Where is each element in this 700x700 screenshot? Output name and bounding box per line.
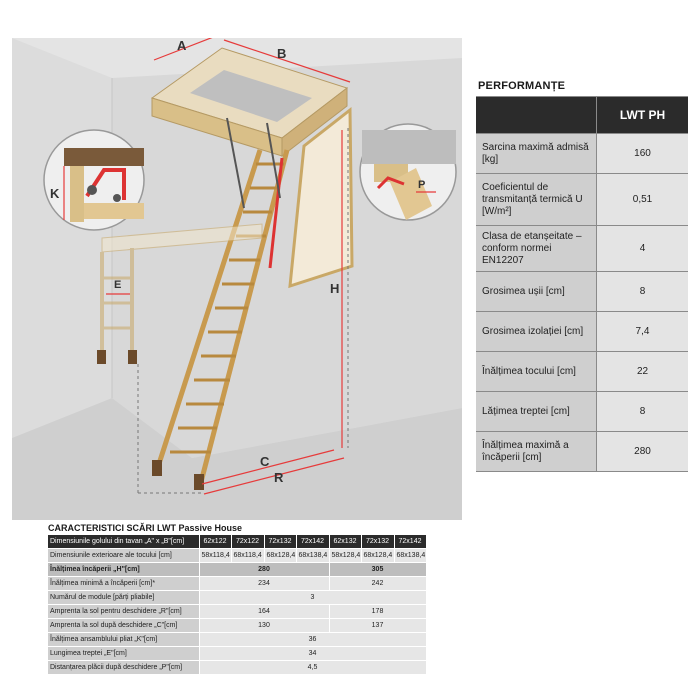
table-row: Dimensiunile golului din tavan „A" x „B"… <box>48 535 427 549</box>
spec-cell: 3 <box>199 590 427 605</box>
table-row: Înălțimea încăperii „H"[cm] 280 305 <box>48 562 427 577</box>
spec-cell: 72x122 <box>231 535 265 549</box>
spec-cell: 36 <box>199 632 427 647</box>
spec-cell: 62x132 <box>329 535 362 549</box>
spec-cell: 234 <box>199 576 330 591</box>
performance-label: Grosimea ușii [cm] <box>476 271 597 312</box>
label-e: E <box>114 279 121 291</box>
performance-title: PERFORMANȚE <box>478 80 566 92</box>
spec-cell: 58x118,4 <box>199 548 232 563</box>
table-row: Clasa de etanșeitate – conform normei EN… <box>476 225 688 272</box>
performance-header-empty <box>476 96 597 134</box>
spec-label: Amprenta la sol pentru deschidere „R"[cm… <box>48 604 200 619</box>
table-row: Grosimea izolației [cm] 7,4 <box>476 311 688 352</box>
performance-value: 4 <box>596 225 688 272</box>
performance-label: Clasa de etanșeitate – conform normei EN… <box>476 225 597 272</box>
spec-cell: 178 <box>329 604 427 619</box>
performance-header-row: LWT PH <box>476 96 688 134</box>
spec-cell: 130 <box>199 618 330 633</box>
performance-value: 0,51 <box>596 173 688 226</box>
ladder-diagram: A B <box>12 38 462 520</box>
spec-label: Dimensiunile exterioare ale tocului [cm] <box>48 548 200 563</box>
spec-cell: 242 <box>329 576 427 591</box>
table-row: Lățimea treptei [cm] 8 <box>476 391 688 432</box>
label-r: R <box>274 470 284 485</box>
detail-circle-k: K <box>43 129 145 231</box>
table-row: Înălțimea tocului [cm] 22 <box>476 351 688 392</box>
spec-cell: 68x138,4 <box>394 548 427 563</box>
spec-cell: 72x142 <box>296 535 330 549</box>
ladder-illustration: A B <box>12 38 462 520</box>
dimension-a: A <box>153 38 213 61</box>
label-k: K <box>50 186 60 201</box>
spec-cell: 72x142 <box>394 535 427 549</box>
spec-cell: 58x128,4 <box>329 548 362 563</box>
dimension-b: B <box>223 39 351 83</box>
performance-value: 22 <box>596 351 688 392</box>
performance-label: Grosimea izolației [cm] <box>476 311 597 352</box>
table-row: Amprenta la sol pentru deschidere „R"[cm… <box>48 604 427 619</box>
spec-cell: 34 <box>199 646 427 661</box>
spec-cell: 68x138,4 <box>296 548 330 563</box>
dimension-h: H <box>330 130 343 448</box>
table-row: Înălțimea maximă a încăperii [cm] 280 <box>476 431 688 472</box>
table-row: Amprenta la sol după deschidere „C"[cm] … <box>48 618 427 633</box>
label-a: A <box>177 38 187 53</box>
table-row: Coeficientul de transmitanță termică U [… <box>476 173 688 226</box>
spec-cell: 280 <box>199 562 330 577</box>
specs-table: Dimensiunile golului din tavan „A" x „B"… <box>48 535 427 675</box>
spec-label: Înălțimea încăperii „H"[cm] <box>48 562 200 577</box>
spec-label: Înălțimea minimă a încăperii [cm]* <box>48 576 200 591</box>
spec-cell: 68x118,4 <box>231 548 265 563</box>
spec-cell: 305 <box>329 562 427 577</box>
spec-cell: 62x122 <box>199 535 232 549</box>
dimension-c: C <box>201 449 335 485</box>
spec-label: Înălțimea ansamblului pliat „K"[cm] <box>48 632 200 647</box>
table-row: Înălțimea minimă a încăperii [cm]* 234 2… <box>48 576 427 591</box>
table-row: Distanțarea plăcii după deschidere „P"[c… <box>48 660 427 675</box>
spec-label: Lungimea treptei „E"[cm] <box>48 646 200 661</box>
performance-label: Coeficientul de transmitanță termică U [… <box>476 173 597 226</box>
performance-column-header: LWT PH <box>596 96 688 134</box>
performance-label: Lățimea treptei [cm] <box>476 391 597 432</box>
spec-cell: 68x128,4 <box>361 548 395 563</box>
table-row: Grosimea ușii [cm] 8 <box>476 271 688 312</box>
dimension-e: E <box>106 279 130 295</box>
performance-value: 8 <box>596 271 688 312</box>
performance-table: LWT PH Sarcina maximă admisă [kg] 160 Co… <box>476 96 688 472</box>
table-row: Sarcina maximă admisă [kg] 160 <box>476 133 688 174</box>
spec-label: Numărul de module [părți pliabile] <box>48 590 200 605</box>
specs-title: CARACTERISTICI SCĂRI LWT Passive House <box>48 523 243 533</box>
spec-label: Dimensiunile golului din tavan „A" x „B"… <box>48 535 200 549</box>
spec-cell: 72x132 <box>264 535 297 549</box>
detail-circle-p: P <box>359 123 457 221</box>
performance-label: Înălțimea tocului [cm] <box>476 351 597 392</box>
table-row: Dimensiunile exterioare ale tocului [cm]… <box>48 548 427 563</box>
spec-cell: 72x132 <box>361 535 395 549</box>
label-b: B <box>277 46 286 61</box>
table-row: Lungimea treptei „E"[cm] 34 <box>48 646 427 661</box>
label-c: C <box>260 454 270 469</box>
label-p: P <box>418 179 425 191</box>
performance-label: Înălțimea maximă a încăperii [cm] <box>476 431 597 472</box>
table-row: Înălțimea ansamblului pliat „K"[cm] 36 <box>48 632 427 647</box>
spec-cell: 164 <box>199 604 330 619</box>
spec-cell: 137 <box>329 618 427 633</box>
spec-cell: 68x128,4 <box>264 548 297 563</box>
spec-cell: 4,5 <box>199 660 427 675</box>
performance-label: Sarcina maximă admisă [kg] <box>476 133 597 174</box>
label-h: H <box>330 281 339 296</box>
performance-value: 160 <box>596 133 688 174</box>
performance-value: 280 <box>596 431 688 472</box>
table-row: Numărul de module [părți pliabile] 3 <box>48 590 427 605</box>
spec-label: Amprenta la sol după deschidere „C"[cm] <box>48 618 200 633</box>
performance-value: 8 <box>596 391 688 432</box>
performance-value: 7,4 <box>596 311 688 352</box>
dimension-r: R <box>203 457 345 495</box>
spec-label: Distanțarea plăcii după deschidere „P"[c… <box>48 660 200 675</box>
